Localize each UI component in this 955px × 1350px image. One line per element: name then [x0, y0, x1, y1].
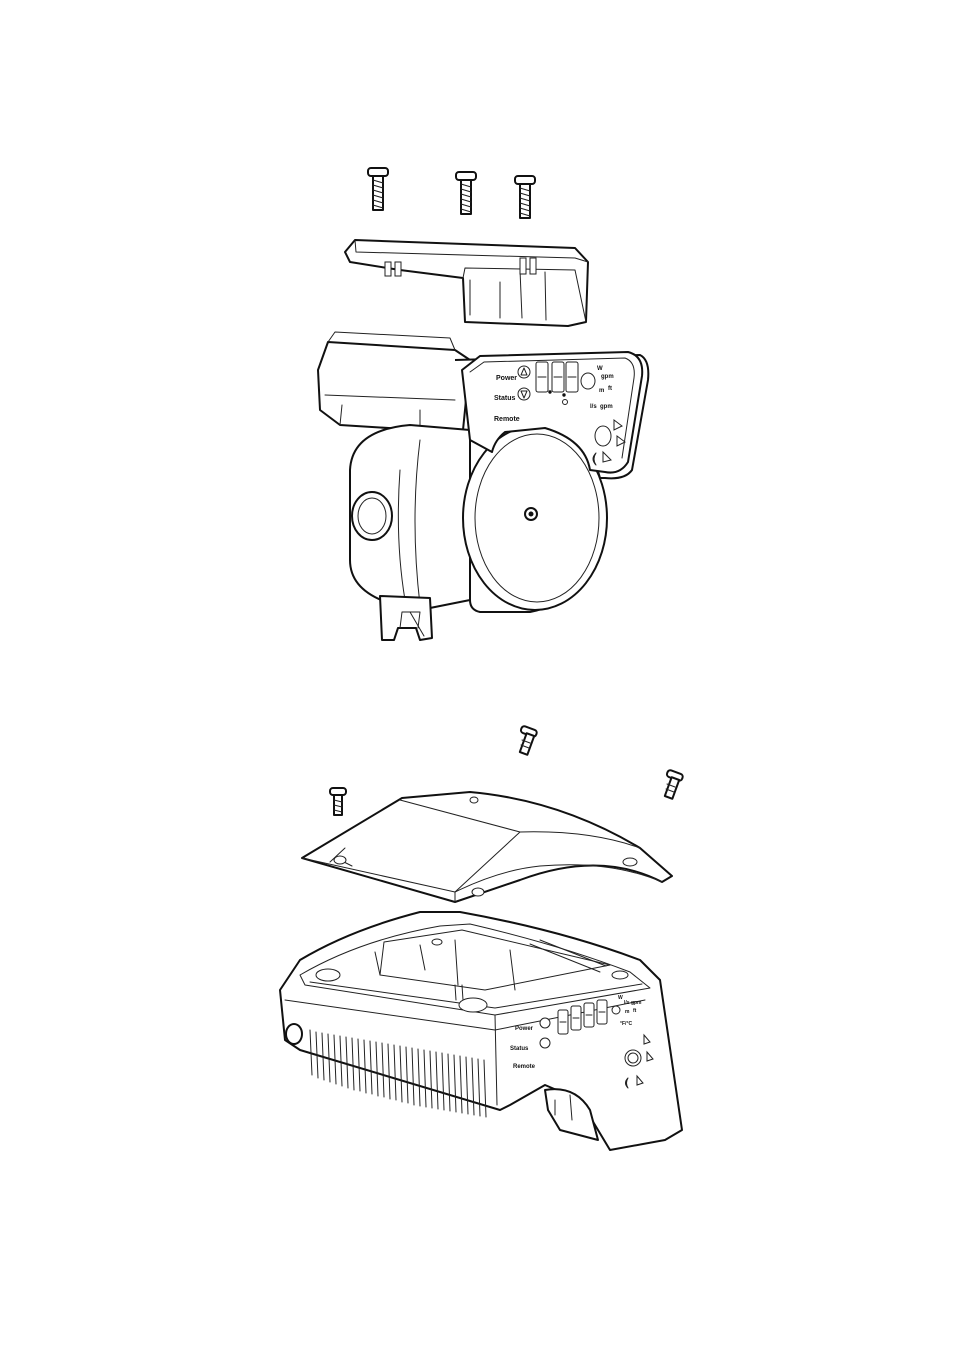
- bottom-unit-m: m: [625, 1009, 630, 1015]
- bottom-unit-w: W: [618, 995, 623, 1001]
- top-pump-body: [318, 332, 648, 640]
- top-mode-button-icon[interactable]: [595, 426, 611, 446]
- top-screw-middle: [456, 172, 476, 214]
- top-label-remote: Remote: [494, 416, 520, 423]
- top-unit-ft: ft: [608, 386, 612, 392]
- top-screw-right: [515, 176, 535, 218]
- top-unit-ls: l/s: [590, 404, 597, 410]
- top-unit-w: W: [597, 366, 603, 372]
- bottom-controller-box: [280, 912, 682, 1150]
- bottom-cover-lid: [302, 792, 672, 902]
- top-indicator-lamp-icon: [581, 373, 595, 389]
- top-unit-m: m: [599, 388, 604, 394]
- top-unit-gpm2: gpm: [600, 404, 613, 410]
- top-label-power: Power: [496, 375, 517, 382]
- top-unit-gpm: gpm: [601, 374, 614, 380]
- bottom-unit-misc: °F/°C: [620, 1021, 632, 1027]
- bottom-unit-ft: ft: [633, 1008, 637, 1014]
- bottom-screw-right: [665, 769, 684, 798]
- bottom-label-status: Status: [510, 1046, 529, 1052]
- bottom-label-power: Power: [515, 1026, 534, 1032]
- bottom-unit-gpm: l/s gpm: [624, 1000, 642, 1006]
- bottom-up-button-icon[interactable]: [540, 1018, 550, 1028]
- bottom-mode-button-icon[interactable]: [625, 1050, 641, 1066]
- bottom-screw-left: [330, 788, 346, 815]
- bottom-screw-top: [520, 725, 538, 754]
- top-label-status: Status: [494, 395, 516, 402]
- top-cover-plate: [345, 240, 588, 326]
- bottom-indicator-lamp-icon: [612, 1006, 620, 1014]
- bottom-label-remote: Remote: [513, 1064, 536, 1070]
- bottom-down-button-icon[interactable]: [540, 1038, 550, 1048]
- top-screw-left: [368, 168, 388, 210]
